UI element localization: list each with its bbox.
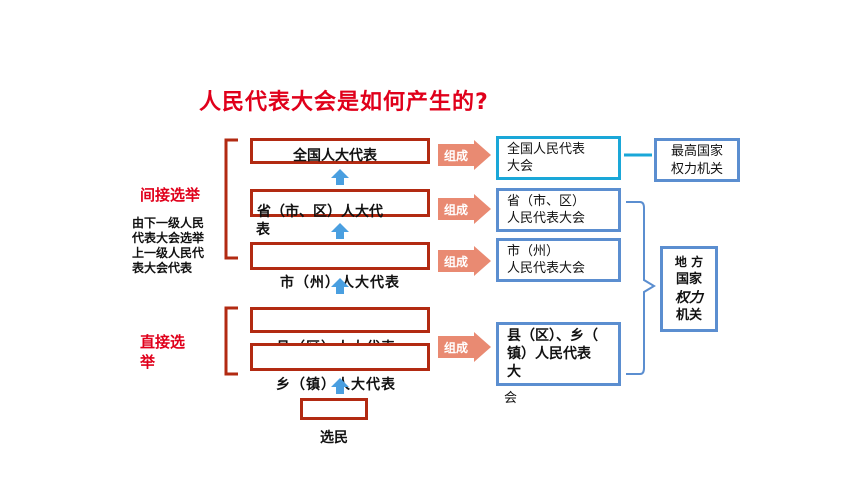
direct-election-label: 直接选 举 <box>140 332 185 372</box>
note-line: 上一级人民代 <box>132 246 205 260</box>
voters-label: 选民 <box>320 430 348 446</box>
voters-box <box>300 398 368 420</box>
organ-line: 县（区）、乡（ <box>507 328 598 344</box>
township-deputy-box <box>250 343 430 371</box>
up-arrow-icon <box>331 169 349 185</box>
organ-line: 全国人民代表 <box>507 142 586 157</box>
organ-line: 人民代表大会 <box>507 261 586 276</box>
county-congress-overflow: 会 <box>504 391 518 406</box>
note-line: 表大会代表 <box>132 261 193 275</box>
provincial-deputy-box: 省（市、区）人大代 <box>250 189 430 220</box>
up-arrow-icon <box>331 378 349 394</box>
provincial-deputy-label: 省（市、区）人大代 <box>257 204 383 220</box>
organ-line: 省（市、区） <box>507 194 586 209</box>
highest-power-box: 最高国家 权力机关 <box>654 138 740 182</box>
direct-bracket <box>224 306 238 376</box>
direct-label-line: 举 <box>140 353 156 371</box>
note-line: 代表大会选举 <box>132 231 205 245</box>
organ-line: 人民代表大会 <box>507 211 586 226</box>
indirect-bracket <box>224 138 238 260</box>
organ-line: 大会 <box>507 159 534 174</box>
note-line: 由下一级人民 <box>132 216 205 230</box>
direct-label-line: 直接选 <box>140 333 186 351</box>
page-title: 人民代表大会是如何产生的? <box>199 90 489 115</box>
organ-line: 大 <box>507 364 521 380</box>
provincial-deputy-label-wrap: 表 <box>256 222 270 238</box>
power-line: 国家 <box>675 272 702 287</box>
power-line: 机关 <box>675 308 702 323</box>
up-arrow-icon <box>331 278 349 294</box>
organ-line: 镇）人民代表 <box>507 346 591 362</box>
compose-label: 组成 <box>444 149 469 163</box>
local-bracket <box>626 201 656 375</box>
county-deputy-box <box>250 307 430 333</box>
compose-label: 组成 <box>444 341 469 355</box>
city-congress-box: 市（州） 人民代表大会 <box>496 238 621 282</box>
national-deputy-box: 全国人大代表 <box>250 138 430 164</box>
national-deputy-label: 全国人大代表 <box>293 148 377 164</box>
compose-arrow: 组成 <box>438 246 492 276</box>
power-line: 最高国家 <box>670 144 723 159</box>
compose-label: 组成 <box>444 255 469 269</box>
indirect-election-label: 间接选举 <box>140 186 201 204</box>
local-power-box: 地 方 国家 权力 机关 <box>660 246 718 332</box>
power-line: 权力 <box>675 290 703 306</box>
national-congress-box: 全国人民代表 大会 <box>496 136 621 180</box>
up-arrow-icon <box>331 223 349 239</box>
compose-arrow: 组成 <box>438 194 492 224</box>
indirect-election-note: 由下一级人民 代表大会选举 上一级人民代 表大会代表 <box>132 216 204 276</box>
city-deputy-box <box>250 242 430 270</box>
compose-arrow: 组成 <box>438 140 492 170</box>
compose-label: 组成 <box>444 203 469 217</box>
connector-line <box>624 153 652 157</box>
power-line: 权力机关 <box>670 162 723 177</box>
power-line: 地 方 <box>674 255 704 269</box>
county-congress-box: 县（区）、乡（ 镇）人民代表 大 <box>496 322 621 386</box>
compose-arrow: 组成 <box>438 332 492 362</box>
provincial-congress-box: 省（市、区） 人民代表大会 <box>496 188 621 232</box>
organ-line: 市（州） <box>507 244 560 259</box>
